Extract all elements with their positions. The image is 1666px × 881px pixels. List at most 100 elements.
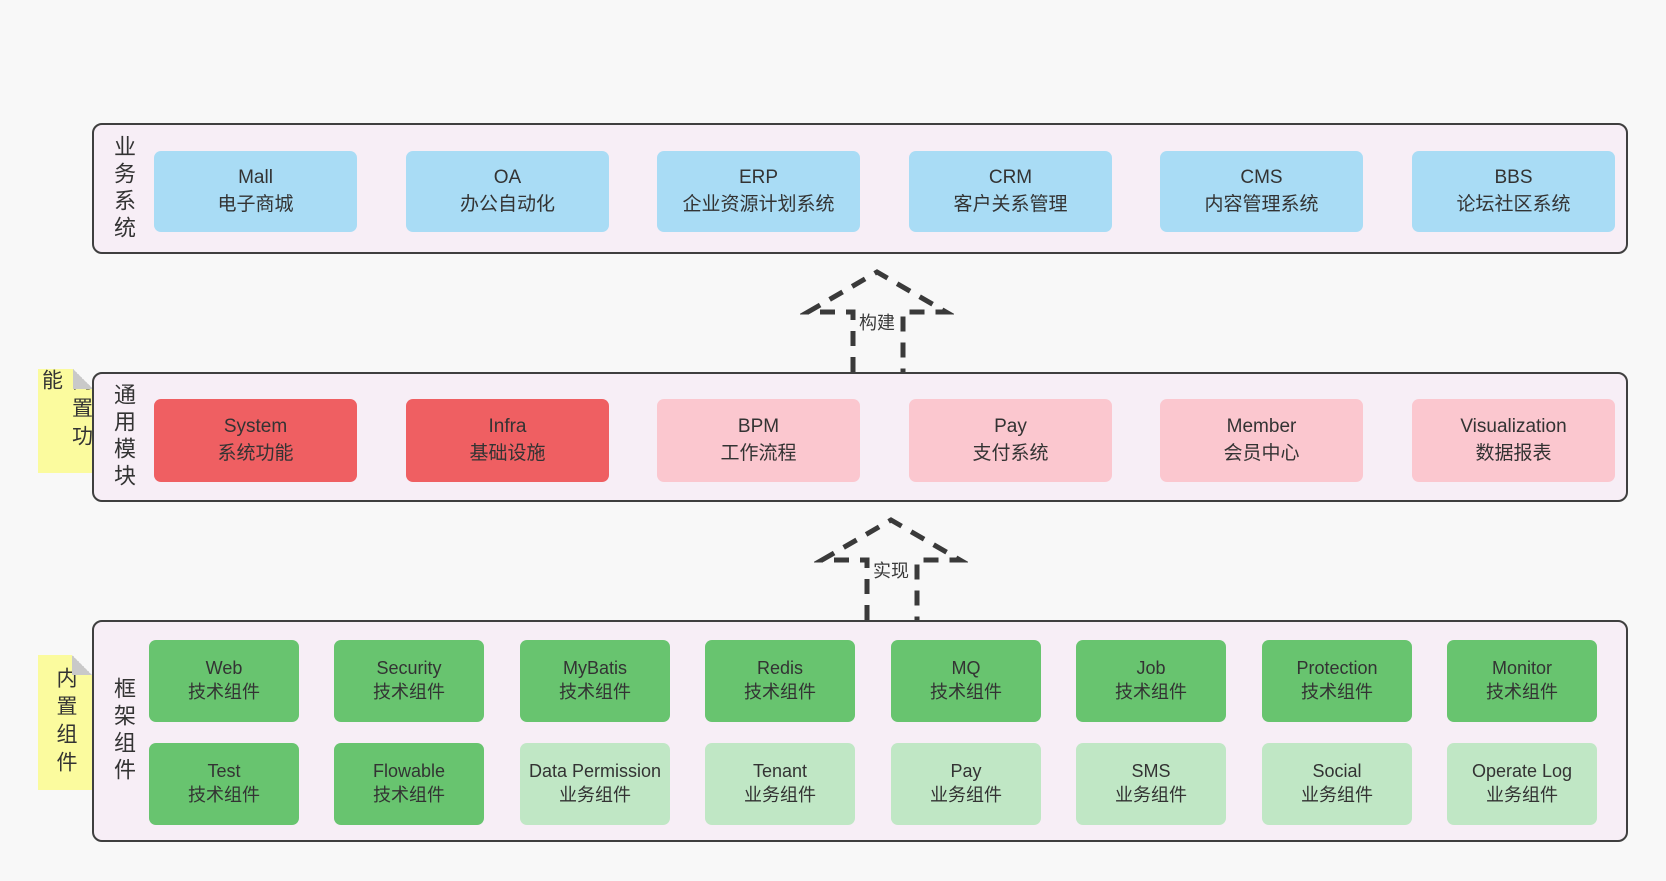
box-subtitle: 基础设施 [469, 442, 546, 464]
box-subtitle: 内容管理系统 [1204, 193, 1319, 215]
box-subtitle: 技术组件 [1301, 682, 1373, 702]
box-redis: Redis 技术组件 [705, 640, 855, 722]
box-cms: CMS 内容管理系统 [1160, 151, 1363, 232]
box-visualization: Visualization 数据报表 [1412, 399, 1615, 482]
box-subtitle: 数据报表 [1475, 442, 1552, 464]
box-subtitle: 业务组件 [744, 785, 816, 805]
box-title: Visualization [1460, 415, 1567, 437]
box-title: Infra [488, 415, 527, 437]
box-member: Member 会员中心 [1160, 399, 1363, 482]
box-web: Web 技术组件 [149, 640, 299, 722]
box-social: Social 业务组件 [1262, 743, 1412, 825]
box-oa: OA 办公自动化 [406, 151, 609, 232]
box-subtitle: 企业资源计划系统 [682, 193, 835, 215]
panel-common-modules: 通用模块 System 系统功能 Infra 基础设施 BPM 工作流程 Pay… [92, 372, 1628, 502]
box-subtitle: 技术组件 [188, 682, 260, 702]
panel-framework-components: 框架组件 Web 技术组件 Security 技术组件 MyBatis 技术组件… [92, 620, 1628, 842]
box-subtitle: 支付系统 [972, 442, 1049, 464]
box-subtitle: 电子商城 [217, 193, 294, 215]
dashed-up-arrow-icon [800, 269, 954, 372]
box-pay-module: Pay 支付系统 [909, 399, 1112, 482]
box-subtitle: 系统功能 [217, 442, 294, 464]
up-arrow-implement: 实现 [814, 514, 968, 620]
sticky-fold-corner [72, 655, 92, 675]
panel-label-framework-components: 框架组件 [111, 677, 136, 785]
box-subtitle: 技术组件 [188, 785, 260, 805]
box-subtitle: 会员中心 [1223, 442, 1300, 464]
box-title: Member [1226, 415, 1297, 437]
box-security: Security 技术组件 [334, 640, 484, 722]
box-tenant: Tenant 业务组件 [705, 743, 855, 825]
box-crm: CRM 客户关系管理 [909, 151, 1112, 232]
box-subtitle: 技术组件 [1486, 682, 1558, 702]
box-title: Redis [756, 658, 804, 679]
box-bbs: BBS 论坛社区系统 [1412, 151, 1615, 232]
box-title: BBS [1494, 166, 1533, 188]
box-title: MQ [951, 658, 981, 679]
panel-label-common-modules: 通用模块 [111, 383, 136, 491]
box-sms: SMS 业务组件 [1076, 743, 1226, 825]
box-title: ERP [738, 166, 779, 188]
box-title: Test [207, 761, 241, 782]
box-subtitle: 技术组件 [373, 682, 445, 702]
box-job: Job 技术组件 [1076, 640, 1226, 722]
sticky-note-text: 内置功能 [39, 369, 93, 453]
box-title: Web [205, 658, 243, 679]
panel-label-business-systems: 业务系统 [111, 134, 136, 243]
box-system: System 系统功能 [154, 399, 357, 482]
box-title: Flowable [372, 761, 446, 782]
up-arrow-build: 构建 [800, 266, 954, 372]
box-title: Tenant [752, 761, 808, 782]
box-subtitle: 业务组件 [1301, 785, 1373, 805]
box-subtitle: 技术组件 [559, 682, 631, 702]
box-protection: Protection 技术组件 [1262, 640, 1412, 722]
box-subtitle: 业务组件 [559, 785, 631, 805]
box-subtitle: 论坛社区系统 [1456, 193, 1571, 215]
box-bpm: BPM 工作流程 [657, 399, 860, 482]
box-monitor: Monitor 技术组件 [1447, 640, 1597, 722]
box-title: Data Permission [528, 761, 662, 782]
box-title: BPM [737, 415, 780, 437]
sticky-note-text: 内置组件 [54, 666, 77, 779]
box-title: Pay [994, 415, 1027, 437]
box-title: OA [493, 166, 522, 188]
dashed-up-arrow-icon [814, 517, 968, 620]
box-title: CMS [1240, 166, 1283, 188]
box-title: Job [1136, 658, 1166, 679]
box-pay-component: Pay 业务组件 [891, 743, 1041, 825]
box-title: Social [1312, 761, 1362, 782]
box-subtitle: 技术组件 [744, 682, 816, 702]
arrow-label-build: 构建 [856, 308, 898, 336]
box-flowable: Flowable 技术组件 [334, 743, 484, 825]
box-subtitle: 技术组件 [1115, 682, 1187, 702]
sticky-fold-corner [73, 369, 93, 389]
box-operate-log: Operate Log 业务组件 [1447, 743, 1597, 825]
box-title: MyBatis [562, 658, 627, 679]
box-erp: ERP 企业资源计划系统 [657, 151, 860, 232]
box-mall: Mall 电子商城 [154, 151, 357, 232]
box-subtitle: 业务组件 [1115, 785, 1187, 805]
box-title: Monitor [1491, 658, 1553, 679]
box-title: Security [376, 658, 442, 679]
box-subtitle: 客户关系管理 [953, 193, 1068, 215]
box-subtitle: 业务组件 [1486, 785, 1558, 805]
box-subtitle: 业务组件 [930, 785, 1002, 805]
box-infra: Infra 基础设施 [406, 399, 609, 482]
box-subtitle: 技术组件 [373, 785, 445, 805]
box-test: Test 技术组件 [149, 743, 299, 825]
box-subtitle: 技术组件 [930, 682, 1002, 702]
box-title: SMS [1131, 761, 1171, 782]
box-subtitle: 办公自动化 [459, 193, 555, 215]
box-subtitle: 工作流程 [720, 442, 797, 464]
arrow-label-implement: 实现 [870, 556, 912, 584]
box-title: System [223, 415, 288, 437]
box-title: CRM [988, 166, 1033, 188]
box-title: Protection [1296, 658, 1378, 679]
box-title: Mall [238, 166, 273, 188]
box-mybatis: MyBatis 技术组件 [520, 640, 670, 722]
box-mq: MQ 技术组件 [891, 640, 1041, 722]
sticky-note-built-in-features: 内置功能 [38, 369, 93, 473]
panel-business-systems: 业务系统 Mall 电子商城 OA 办公自动化 ERP 企业资源计划系统 CRM… [92, 123, 1628, 254]
box-title: Operate Log [1471, 761, 1573, 782]
